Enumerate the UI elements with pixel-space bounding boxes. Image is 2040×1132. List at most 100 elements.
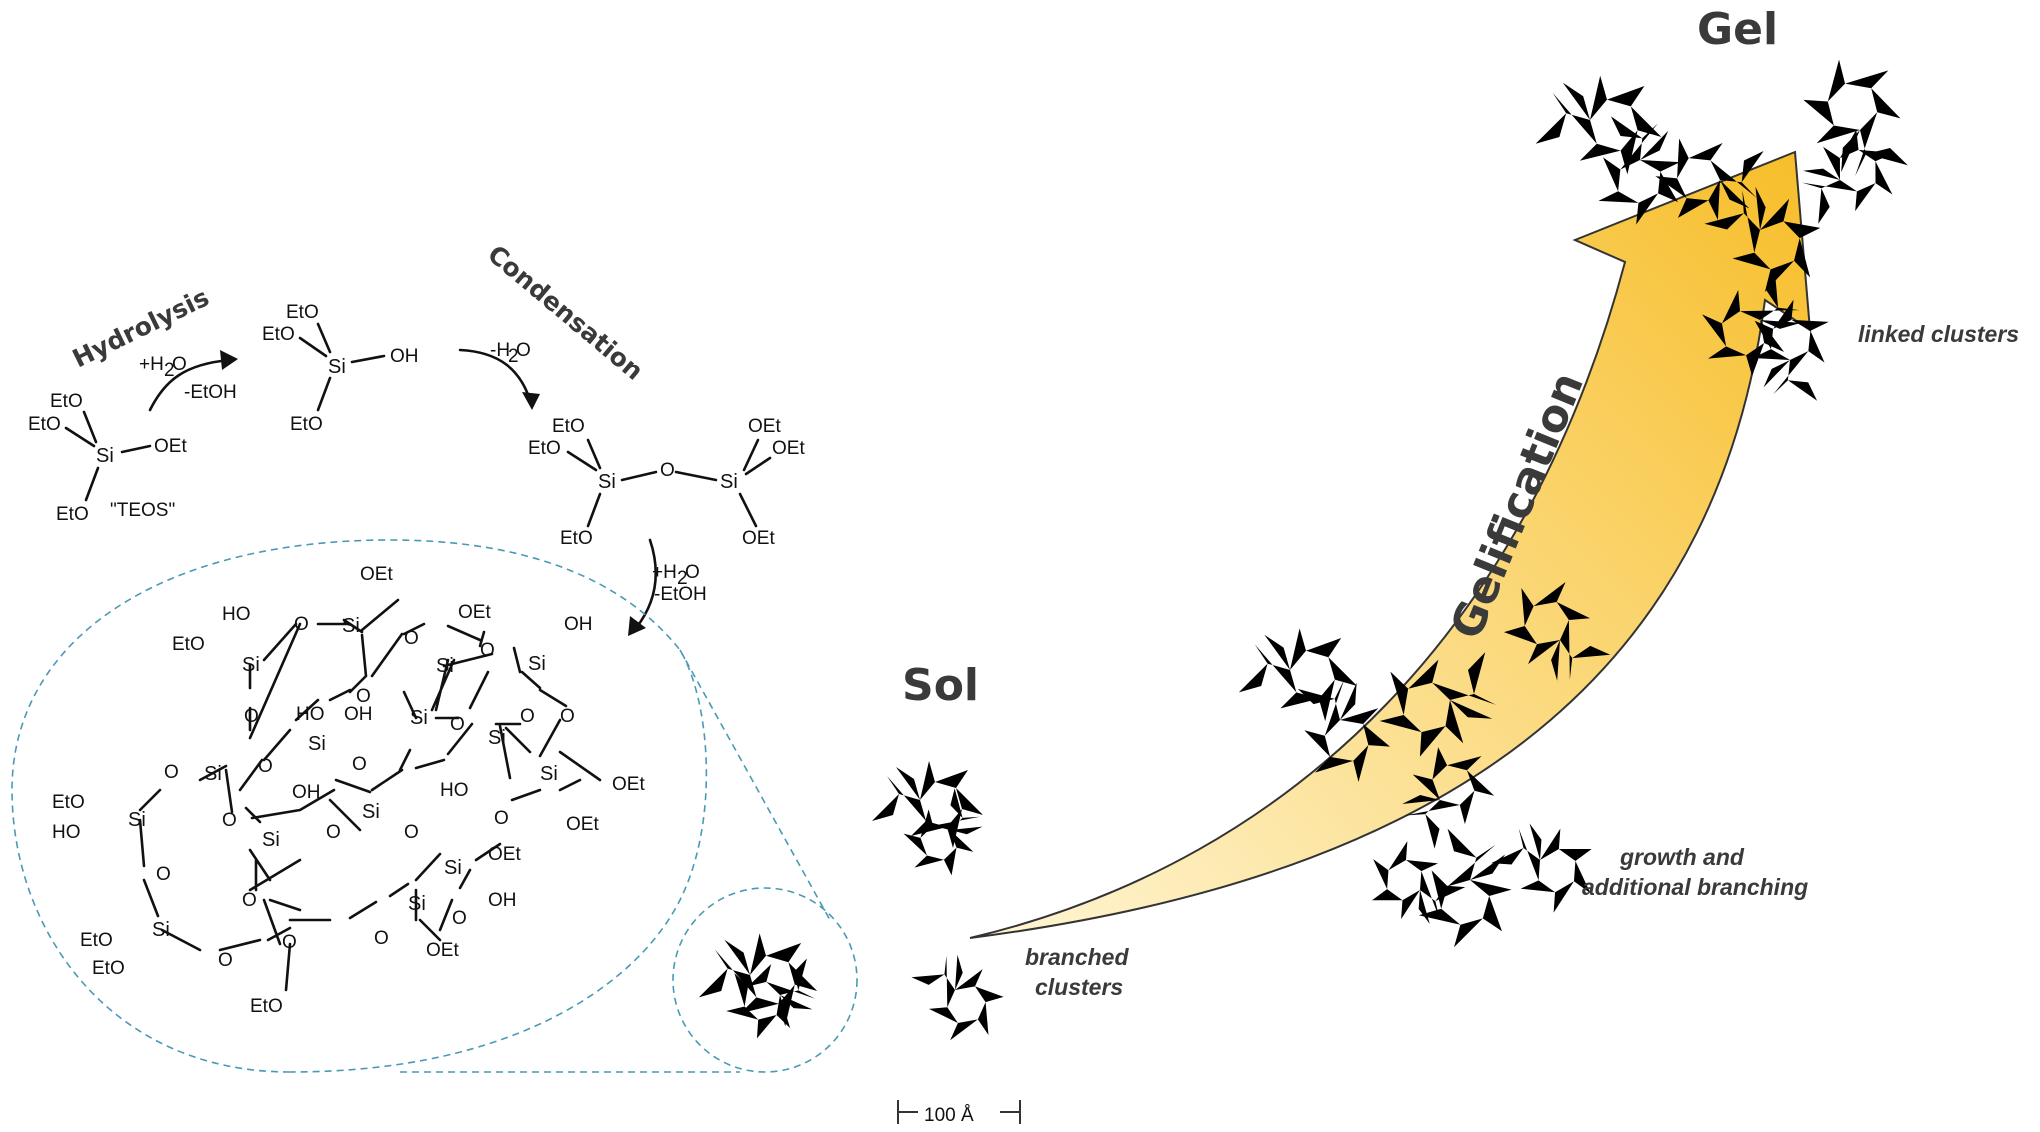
svg-text:O: O bbox=[156, 864, 171, 885]
svg-text:Si: Si bbox=[408, 893, 426, 915]
silanol-molecule: Si EtO EtO OH EtO bbox=[262, 302, 419, 435]
svg-text:OEt: OEt bbox=[360, 564, 393, 585]
svg-text:-EtOH: -EtOH bbox=[654, 584, 707, 605]
svg-text:EtO: EtO bbox=[28, 414, 61, 435]
svg-text:-H: -H bbox=[490, 340, 510, 361]
svg-text:EtO: EtO bbox=[262, 324, 295, 345]
svg-text:-EtOH: -EtOH bbox=[184, 382, 237, 403]
svg-text:O: O bbox=[685, 562, 700, 583]
svg-text:O: O bbox=[374, 928, 389, 949]
svg-text:O: O bbox=[172, 354, 187, 375]
svg-text:O: O bbox=[480, 640, 495, 661]
svg-text:EtO: EtO bbox=[52, 792, 85, 813]
svg-text:O: O bbox=[520, 706, 535, 727]
svg-text:O: O bbox=[494, 808, 509, 829]
zoom-bubble bbox=[11, 539, 858, 1073]
svg-text:Si: Si bbox=[436, 655, 454, 677]
svg-text:EtO: EtO bbox=[172, 634, 205, 655]
svg-text:O: O bbox=[356, 686, 371, 707]
branched-label-line2: clusters bbox=[1035, 974, 1123, 1000]
svg-text:OEt: OEt bbox=[154, 436, 187, 457]
svg-text:EtO: EtO bbox=[250, 996, 283, 1017]
svg-text:OH: OH bbox=[344, 704, 373, 725]
svg-text:Si: Si bbox=[152, 919, 170, 941]
svg-text:O: O bbox=[660, 460, 675, 481]
svg-text:O: O bbox=[258, 756, 273, 777]
svg-text:EtO: EtO bbox=[286, 302, 319, 323]
svg-text:Si: Si bbox=[128, 809, 146, 831]
svg-text:OEt: OEt bbox=[566, 814, 599, 835]
svg-text:OEt: OEt bbox=[458, 602, 491, 623]
svg-text:Si: Si bbox=[444, 857, 462, 879]
gel-title: Gel bbox=[1697, 4, 1778, 55]
svg-text:Si: Si bbox=[598, 471, 616, 493]
svg-text:2: 2 bbox=[164, 360, 175, 381]
svg-text:Si: Si bbox=[540, 763, 558, 785]
svg-text:O: O bbox=[218, 950, 233, 971]
svg-text:Si: Si bbox=[488, 727, 506, 749]
growth-label-line2: additional branching bbox=[1582, 874, 1808, 900]
svg-text:Si: Si bbox=[362, 801, 380, 823]
svg-text:OH: OH bbox=[292, 782, 321, 803]
scale-label: 100 Å bbox=[924, 1105, 974, 1126]
branched-label-line1: branched bbox=[1025, 944, 1129, 970]
svg-text:EtO: EtO bbox=[290, 414, 323, 435]
linked-clusters-label: linked clusters bbox=[1858, 321, 2019, 347]
svg-text:O: O bbox=[242, 890, 257, 911]
silica-network: Si HO EtO O O Si OEt O O Si OEt O Si OH … bbox=[52, 564, 645, 1017]
svg-text:EtO: EtO bbox=[92, 958, 125, 979]
svg-text:OEt: OEt bbox=[488, 844, 521, 865]
svg-text:O: O bbox=[352, 754, 367, 775]
svg-text:O: O bbox=[164, 762, 179, 783]
svg-text:2: 2 bbox=[677, 568, 688, 589]
teos-molecule: Si EtO EtO OEt EtO "TEOS" bbox=[28, 391, 187, 525]
svg-text:EtO: EtO bbox=[80, 930, 113, 951]
svg-text:+H: +H bbox=[139, 354, 164, 375]
svg-text:OH: OH bbox=[564, 614, 593, 635]
svg-text:O: O bbox=[450, 714, 465, 735]
svg-text:EtO: EtO bbox=[50, 391, 83, 412]
svg-text:O: O bbox=[404, 822, 419, 843]
svg-text:Si: Si bbox=[410, 707, 428, 729]
teos-si: Si bbox=[96, 445, 114, 467]
svg-text:2: 2 bbox=[508, 346, 519, 367]
svg-text:O: O bbox=[294, 614, 309, 635]
svg-text:O: O bbox=[326, 822, 341, 843]
teos-name: "TEOS" bbox=[110, 500, 175, 521]
svg-text:HO: HO bbox=[296, 704, 325, 725]
svg-text:EtO: EtO bbox=[552, 416, 585, 437]
svg-text:OEt: OEt bbox=[742, 528, 775, 549]
svg-text:Si: Si bbox=[242, 654, 260, 676]
sol-title: Sol bbox=[902, 660, 979, 711]
svg-text:O: O bbox=[404, 628, 419, 649]
sol-cluster-upper bbox=[872, 761, 997, 898]
svg-text:OEt: OEt bbox=[612, 774, 645, 795]
svg-text:Si: Si bbox=[528, 653, 546, 675]
sol-cluster-lower bbox=[889, 937, 1027, 1072]
svg-text:EtO: EtO bbox=[528, 438, 561, 459]
svg-text:OH: OH bbox=[390, 346, 419, 367]
svg-text:EtO: EtO bbox=[560, 528, 593, 549]
svg-text:OEt: OEt bbox=[748, 416, 781, 437]
svg-text:Si: Si bbox=[342, 615, 360, 637]
svg-text:EtO: EtO bbox=[56, 504, 89, 525]
svg-text:OEt: OEt bbox=[772, 438, 805, 459]
gelification-arrow bbox=[969, 150, 1812, 939]
svg-text:O: O bbox=[244, 706, 259, 727]
svg-text:+H: +H bbox=[652, 562, 677, 583]
svg-text:O: O bbox=[282, 932, 297, 953]
svg-text:O: O bbox=[560, 706, 575, 727]
scale-bar: 100 Å bbox=[897, 1100, 1021, 1126]
svg-text:HO: HO bbox=[52, 822, 81, 843]
svg-text:OH: OH bbox=[488, 890, 517, 911]
svg-text:HO: HO bbox=[222, 604, 251, 625]
svg-text:Si: Si bbox=[204, 763, 222, 785]
disiloxane-molecule: Si EtO EtO EtO O Si OEt OEt OEt bbox=[528, 416, 805, 549]
svg-text:O: O bbox=[516, 340, 531, 361]
svg-text:O: O bbox=[452, 908, 467, 929]
svg-text:HO: HO bbox=[440, 780, 469, 801]
svg-text:Si: Si bbox=[308, 733, 326, 755]
growth-label-line1: growth and bbox=[1619, 844, 1745, 870]
svg-text:Si: Si bbox=[328, 356, 346, 378]
